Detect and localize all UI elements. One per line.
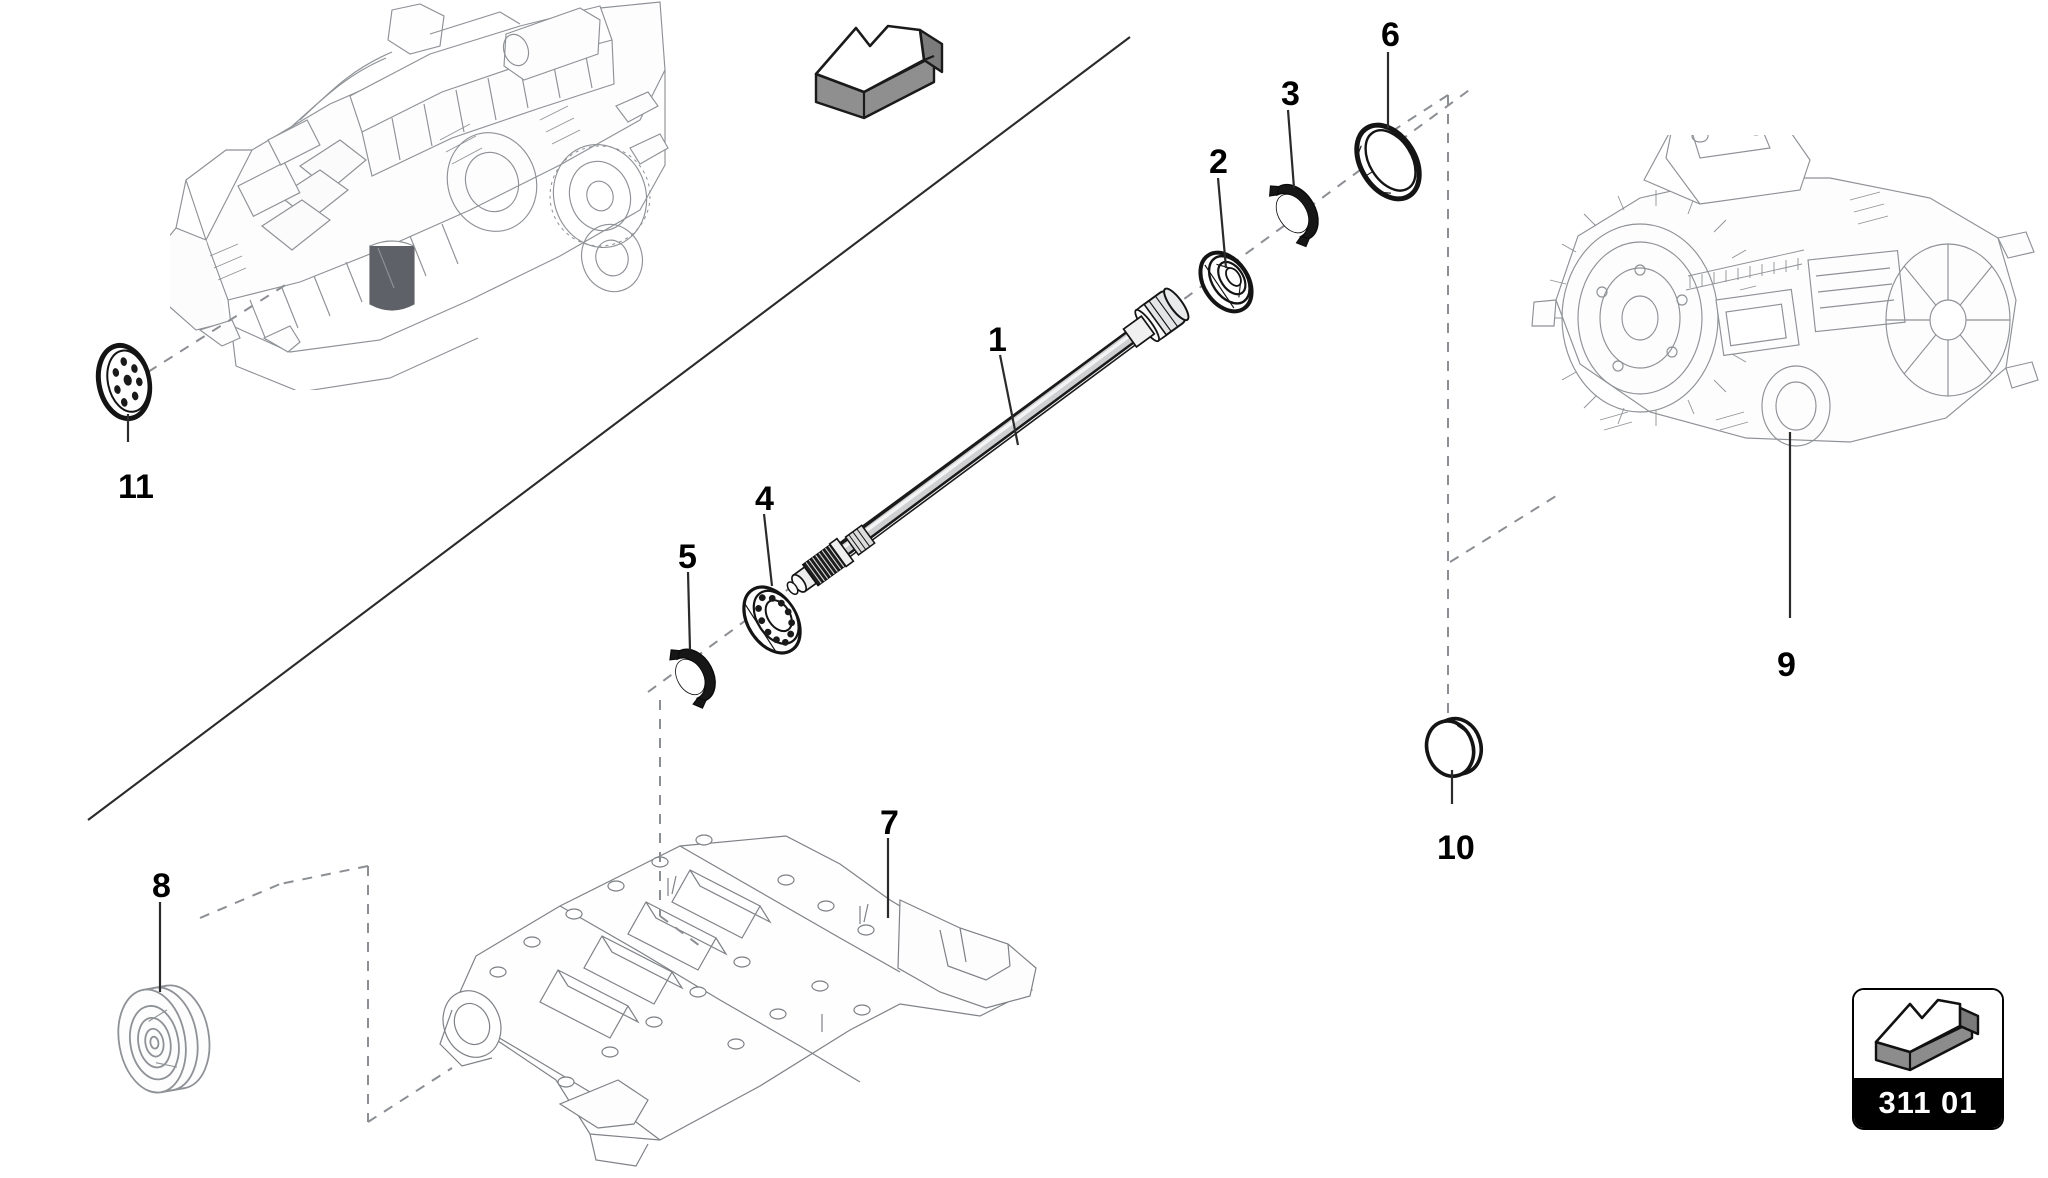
callout-5: 5	[678, 538, 697, 576]
bedplate-ladder-frame	[439, 834, 1037, 1167]
part-ball-bearing	[742, 585, 802, 655]
part-sealing-cap	[1424, 716, 1484, 778]
part-sealing-ring	[1354, 122, 1422, 202]
callout-8: 8	[152, 867, 171, 905]
section-badge: 311 01	[1852, 988, 2004, 1130]
callout-7: 7	[880, 804, 899, 842]
3d-arrow-block-icon	[1874, 998, 1980, 1072]
callout-6: 6	[1381, 16, 1400, 54]
badge-icon-area	[1854, 990, 2002, 1080]
callout-2: 2	[1209, 143, 1228, 181]
part-flange-hub	[95, 342, 153, 422]
callout-leader-lines	[126, 52, 1792, 992]
part-snap-ring-upper	[1269, 184, 1319, 248]
callout-4: 4	[755, 480, 774, 518]
callout-11: 11	[118, 468, 154, 506]
transmission-assembly-right	[1531, 135, 2039, 447]
callout-3: 3	[1281, 75, 1300, 113]
callout-9: 9	[1777, 646, 1796, 684]
part-shaft-seal	[1198, 250, 1254, 314]
part-vibration-damper-pulley	[117, 984, 211, 1094]
badge-number: 311 01	[1854, 1078, 2002, 1128]
part-snap-ring-lower	[669, 648, 716, 709]
engine-assembly-top-left	[170, 1, 669, 390]
direction-arrow-3d-icon	[814, 24, 944, 120]
callout-1: 1	[988, 321, 1007, 359]
callout-10: 10	[1437, 829, 1475, 867]
assembly-dashed-paths	[147, 87, 1557, 1123]
diagonal-separator-line	[87, 36, 1131, 821]
part-drive-shaft	[786, 287, 1190, 595]
